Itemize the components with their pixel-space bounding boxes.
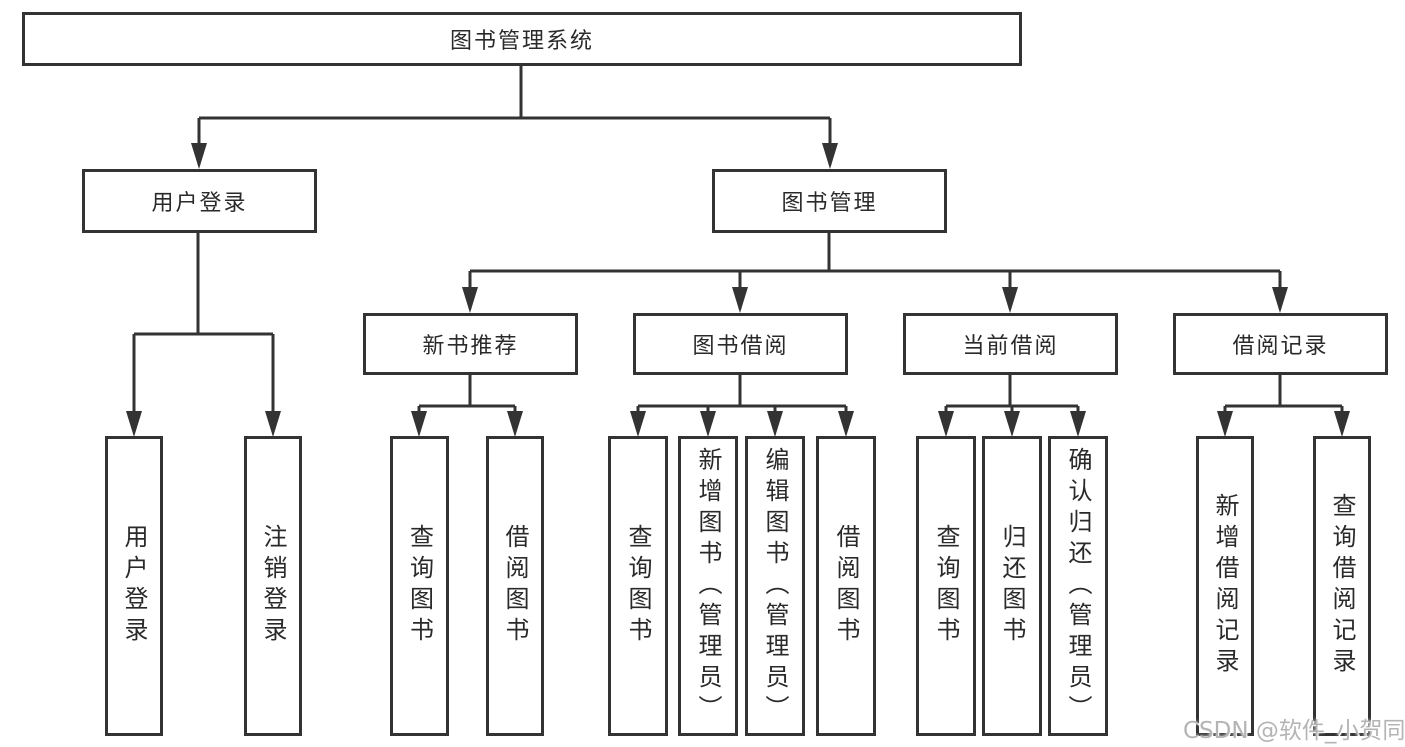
node-label: 查询图书 (405, 524, 434, 648)
node-user-login: 用户登录 (82, 169, 317, 233)
node-borrow-query-books: 查询图书 (608, 436, 668, 736)
node-label: 查询借阅记录 (1328, 493, 1356, 679)
csdn-watermark: CSDN @软件_小贺同学 (1183, 718, 1405, 744)
node-borrow-edit-books-admin: 编辑图书（管理员） (745, 436, 805, 736)
node-recommend-borrow-books: 借阅图书 (486, 436, 544, 736)
node-current-borrowing: 当前借阅 (903, 313, 1118, 375)
node-new-book-recommend: 新书推荐 (363, 313, 578, 375)
node-book-management: 图书管理 (712, 169, 947, 233)
node-label: 用户登录 (120, 524, 148, 648)
node-label: 查询图书 (624, 524, 652, 648)
node-label: 图书管理系统 (449, 29, 594, 54)
node-login-user-login: 用户登录 (105, 436, 163, 736)
node-borrowing-records: 借阅记录 (1173, 313, 1388, 375)
node-current-return-books: 归还图书 (982, 436, 1042, 736)
node-login-logout: 注销登录 (244, 436, 302, 736)
node-label: 用户登录 (151, 191, 248, 216)
node-borrow-borrow-books: 借阅图书 (816, 436, 876, 736)
node-label: 图书借阅 (692, 334, 789, 359)
node-label: 借阅图书 (832, 524, 860, 648)
node-current-confirm-return-admin: 确认归还（管理员） (1048, 436, 1108, 736)
node-label: 借阅图书 (501, 524, 529, 648)
node-label: 确认归还（管理员） (1064, 446, 1092, 726)
node-book-borrowing: 图书借阅 (633, 313, 848, 375)
node-records-query-record: 查询借阅记录 (1313, 436, 1371, 736)
node-records-add-record: 新增借阅记录 (1196, 436, 1254, 736)
node-label: 新书推荐 (422, 334, 519, 359)
node-label: 当前借阅 (962, 334, 1059, 359)
node-label: 图书管理 (781, 191, 878, 216)
node-label: 归还图书 (998, 524, 1026, 648)
node-current-query-books: 查询图书 (916, 436, 976, 736)
node-label: 新增借阅记录 (1211, 493, 1239, 679)
node-label: 借阅记录 (1232, 334, 1329, 359)
node-label: 注销登录 (259, 524, 287, 648)
node-label: 编辑图书（管理员） (761, 446, 789, 726)
node-label: 新增图书（管理员） (694, 446, 722, 726)
node-library-management-system: 图书管理系统 (22, 12, 1022, 66)
node-label: 查询图书 (932, 524, 960, 648)
node-borrow-add-books-admin: 新增图书（管理员） (678, 436, 738, 736)
node-recommend-query-books: 查询图书 (390, 436, 449, 736)
